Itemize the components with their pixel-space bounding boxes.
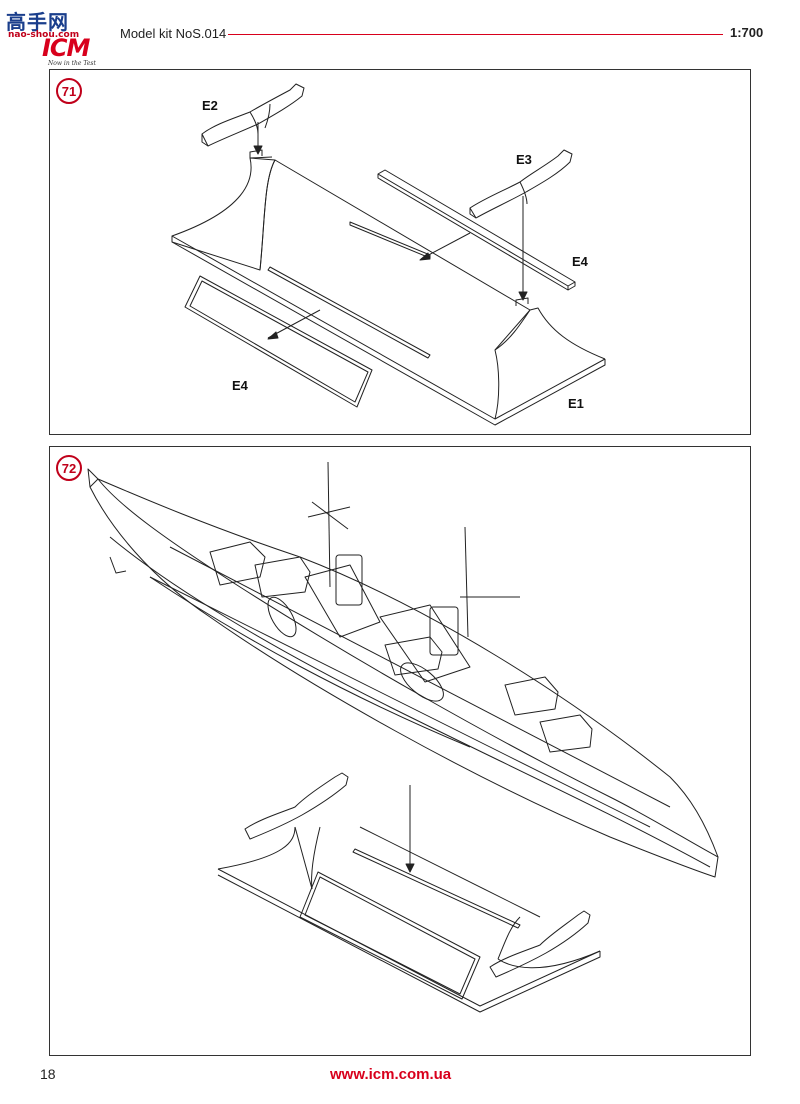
battleship-model <box>87 461 719 878</box>
assembly-arrows <box>253 122 528 340</box>
logo-tagline: Now in the Test <box>48 60 96 67</box>
placement-arrow <box>405 785 415 873</box>
step-72-drawing <box>87 461 719 1013</box>
label-e4-right: E4 <box>572 254 588 269</box>
label-e4-left: E4 <box>232 378 248 393</box>
logo-site-text: nao-shou.com <box>8 30 80 40</box>
label-e2: E2 <box>202 98 218 113</box>
frame-e4-left <box>184 275 373 408</box>
label-e1: E1 <box>568 396 584 411</box>
step-71-drawing <box>171 83 606 426</box>
step-71-badge: 71 <box>56 78 82 104</box>
page-header: 高手网 nao-shou.com ICM Now in the Test Mod… <box>0 0 800 70</box>
display-stand <box>217 772 601 1013</box>
cradle-e2 <box>201 83 305 147</box>
step-71-panel: 71 E2 E3 E4 E4 E1 <box>49 69 751 435</box>
site-logo[interactable]: 高手网 nao-shou.com ICM Now in the Test <box>4 6 104 67</box>
kit-title: Model kit NoS.014 <box>120 26 227 41</box>
cradle-e3 <box>469 149 573 219</box>
strip-e4-right <box>377 169 576 291</box>
step-72-panel: 72 <box>49 446 751 1056</box>
header-rule <box>228 34 723 35</box>
icm-brand-logo: ICM <box>42 34 90 62</box>
label-e3: E3 <box>516 152 532 167</box>
step-72-badge: 72 <box>56 455 82 481</box>
scale-label: 1:700 <box>730 25 764 40</box>
page-number: 18 <box>40 1066 56 1082</box>
stand-base-e1 <box>171 149 606 426</box>
website-link[interactable]: www.icm.com.ua <box>330 1066 452 1083</box>
logo-cn-text: 高手网 <box>6 10 69 34</box>
